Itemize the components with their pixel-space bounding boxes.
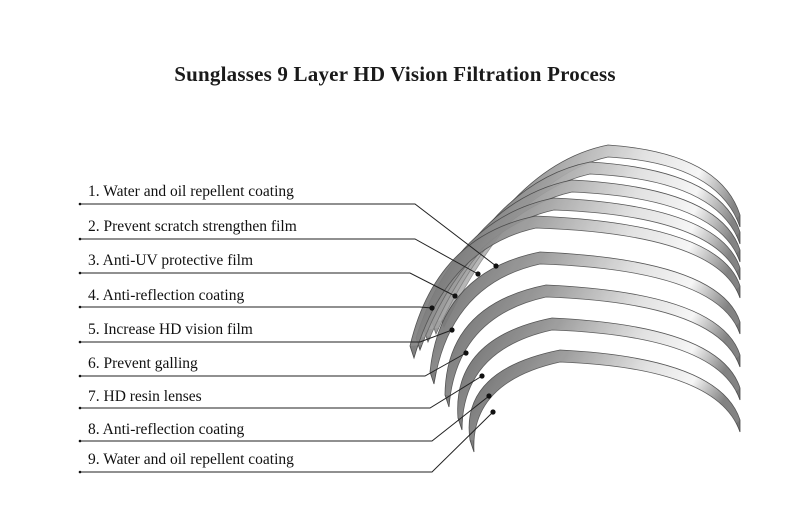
leader-line-1 [80,203,497,267]
lens-face-9 [469,350,740,447]
layer-label-7: 7. HD resin lenses [88,388,202,405]
leader-start-5 [78,340,82,344]
leader-dot-9 [490,409,496,415]
layer-callout-9: 9. Water and oil repellent coating [78,409,496,474]
layer-callout-2: 2. Prevent scratch strengthen film [78,218,481,277]
layer-callout-8: 8. Anti-reflection coating [78,393,492,443]
lens-layer-7 [444,284,741,408]
layer-callout-5: 5. Increase HD vision film [78,321,455,344]
leader-line-5 [80,329,453,343]
leader-start-9 [78,470,82,474]
layer-label-4: 4. Anti-reflection coating [88,287,244,304]
leader-dot-1 [493,263,499,269]
layer-callout-3: 3. Anti-UV protective film [78,252,458,299]
layer-label-3: 3. Anti-UV protective film [88,252,253,269]
leader-dot-7 [479,373,485,379]
leader-dot-5 [449,327,455,333]
leader-line-8 [80,395,490,442]
layer-label-1: 1. Water and oil repellent coating [88,183,294,200]
layer-callout-7: 7. HD resin lenses [78,373,485,410]
layer-label-8: 8. Anti-reflection coating [88,421,244,438]
leader-start-4 [78,305,82,309]
leader-dot-6 [463,350,469,356]
layer-label-6: 6. Prevent galling [88,355,198,372]
leader-start-8 [78,439,82,443]
lens-layer-9 [468,349,741,453]
leader-start-7 [78,406,82,410]
lens-layer-8 [457,317,741,431]
leader-dot-4 [429,305,435,311]
layer-label-9: 9. Water and oil repellent coating [88,451,294,468]
layer-label-5: 5. Increase HD vision film [88,321,253,338]
leader-start-6 [78,374,82,378]
layer-label-2: 2. Prevent scratch strengthen film [88,218,297,235]
leader-start-1 [78,202,82,206]
diagram-title: Sunglasses 9 Layer HD Vision Filtration … [174,62,616,86]
layer-callout-6: 6. Prevent galling [78,350,469,378]
leader-line-7 [80,375,483,409]
layer-callout-1: 1. Water and oil repellent coating [78,183,499,269]
lens-face-8 [457,318,740,420]
lens-layer-5 [409,215,741,360]
leader-line-3 [80,272,456,297]
lens-stack [409,144,741,453]
leader-dot-8 [486,393,492,399]
leader-start-3 [78,271,82,275]
layer-callout-4: 4. Anti-reflection coating [78,287,435,311]
leader-start-2 [78,237,82,241]
leader-line-6 [80,352,467,377]
leader-dot-2 [475,271,481,277]
leader-line-2 [80,238,479,275]
leader-line-9 [80,411,494,473]
leader-dot-3 [452,293,458,299]
leader-line-4 [80,306,433,309]
